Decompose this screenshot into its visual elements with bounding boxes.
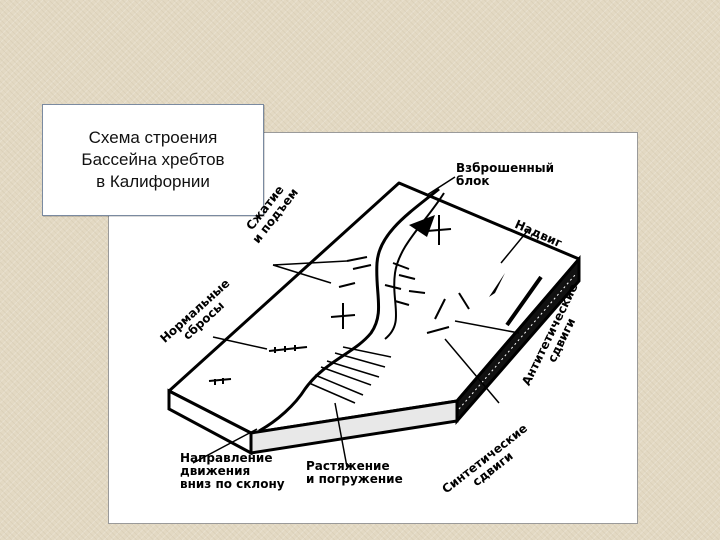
strike-slip-symbols — [330, 215, 470, 334]
title-line-2: Бассейна хребтов — [81, 150, 225, 169]
pointer-lines — [192, 176, 530, 468]
diagram-title: Схема строения Бассейна хребтов в Калифо… — [81, 127, 224, 193]
title-box: Схема строения Бассейна хребтов в Калифо… — [42, 104, 264, 216]
secondary-fault-trace — [384, 192, 445, 340]
thrust-mark — [489, 273, 505, 297]
label-downslope-direction: Направление движения вниз по склону — [180, 451, 285, 491]
main-fault-trace — [258, 187, 440, 433]
title-line-3: в Калифорнии — [96, 172, 210, 191]
thrust-line — [505, 275, 543, 327]
block-right-face — [455, 254, 581, 426]
compression-hachures — [338, 256, 426, 306]
extension-lines — [308, 346, 392, 404]
label-extension-subsidence: Растяжение и погружение — [306, 459, 403, 486]
block-diagram — [167, 176, 581, 468]
diagram-frame — [108, 132, 638, 524]
label-uplifted-block: Взброшенный блок — [456, 161, 555, 188]
title-line-1: Схема строения — [88, 128, 218, 147]
normal-fault-marks — [208, 345, 308, 385]
